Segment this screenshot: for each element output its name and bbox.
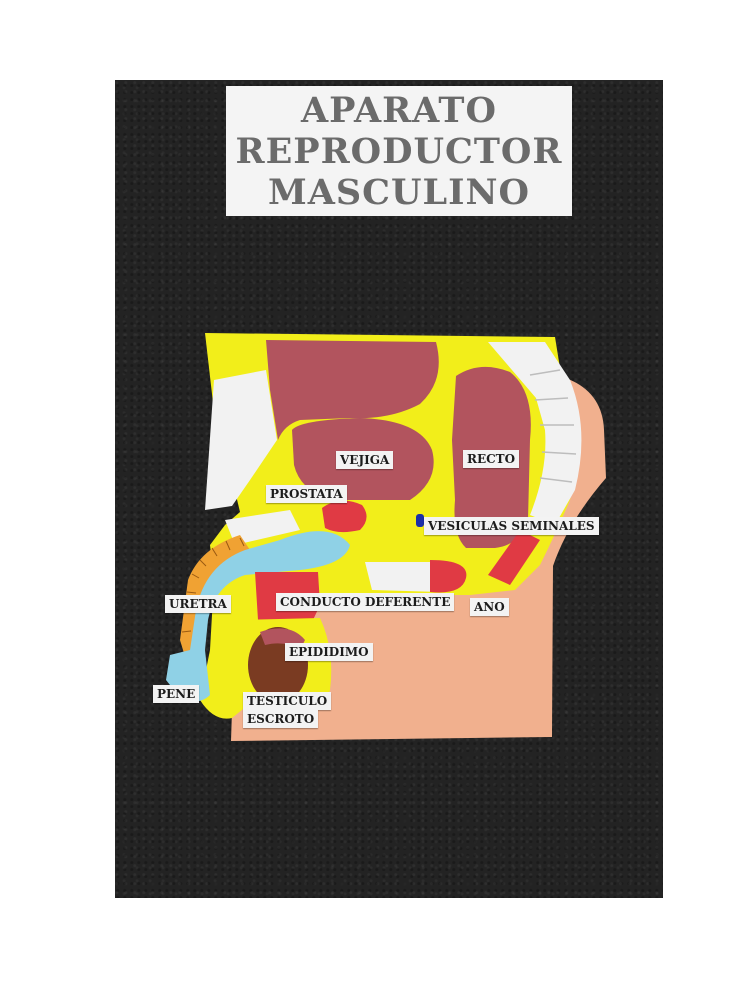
label-ano: ANO	[470, 598, 509, 616]
pelvic-bone	[205, 370, 277, 510]
label-escroto: ESCROTO	[243, 710, 319, 728]
abdominal-muscle	[266, 340, 439, 440]
anal-canal	[488, 530, 540, 585]
ischium-red-tip	[430, 560, 467, 593]
prostate-shape	[322, 500, 367, 533]
pin-icon	[416, 514, 424, 527]
title-card: APARATO REPRODUCTOR MASCULINO	[226, 86, 572, 216]
label-uretra: URETRA	[165, 595, 231, 613]
urethra-shape	[166, 531, 350, 702]
label-recto: RECTO	[463, 450, 520, 468]
ischium-bone	[365, 562, 440, 592]
spine	[488, 342, 582, 525]
label-vesiculas-seminales: VESICULAS SEMINALES	[424, 517, 599, 535]
label-epididimo: EPIDIDIMO	[285, 643, 373, 661]
label-conducto-deferente: CONDUCTO DEFERENTE	[276, 593, 455, 611]
label-testiculo: TESTICULO	[243, 692, 332, 710]
pubic-bone	[225, 510, 300, 545]
corpus-stripes	[181, 537, 245, 633]
spine-lines	[529, 369, 577, 483]
title-line-1: APARATO	[301, 89, 497, 131]
title-line-3: MASCULINO	[267, 171, 530, 213]
label-pene: PENE	[153, 685, 200, 703]
title-line-2: REPRODUCTOR	[235, 130, 563, 172]
label-prostata: PROSTATA	[266, 485, 347, 503]
label-vejiga: VEJIGA	[336, 451, 394, 469]
